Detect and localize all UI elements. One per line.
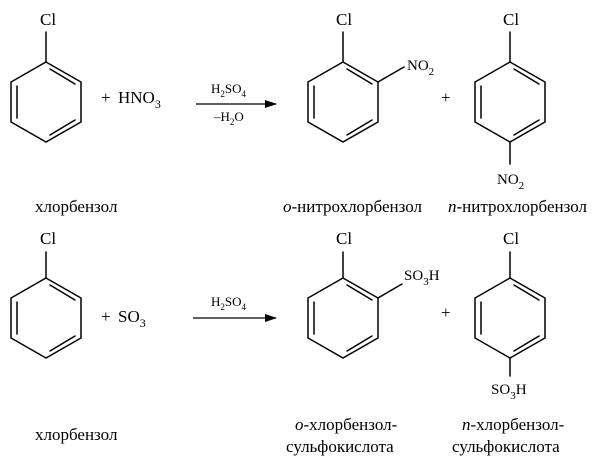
product-name-para-nitrochlorobenzene: п-нитрохлорбензол <box>448 197 588 216</box>
no2-substituent-label: NO2 <box>407 58 434 78</box>
cl-substituent-label: Cl <box>40 10 56 29</box>
para-chlorobenzenesulfonic-acid-structure: Cl SO3H <box>474 229 546 402</box>
benzene-ring-chlorobenzene-2 <box>10 277 82 359</box>
reaction-nitration: Cl хлорбензол + HNO3 H2SO4 –H2O Cl NO2 о… <box>10 10 588 216</box>
plus-sign-reagent: + <box>101 88 111 107</box>
plus-sign-between-products: + <box>441 88 451 107</box>
ring-double-bonds <box>16 68 76 136</box>
benzene-ring-chlorobenzene-1 <box>10 61 82 143</box>
reaction-sulfonation: Cl хлорбензол + SO3 H2SO4 Cl SO3H о-хлор… <box>10 229 565 456</box>
arrow-condition-catalyst: H2SO4 <box>211 294 247 312</box>
ortho-nitrochlorobenzene-structure: Cl NO2 <box>307 10 434 143</box>
so3h-substituent-label: SO3H <box>491 382 527 402</box>
bond-to-so3h <box>377 283 403 299</box>
benzene-ring-ortho-product <box>307 61 379 143</box>
plus-sign-reagent: + <box>101 307 111 326</box>
cl-substituent-label: Cl <box>336 229 352 248</box>
ring-double-bonds <box>16 284 76 352</box>
reagent-formula-so3: SO3 <box>118 307 146 330</box>
benzene-ring-ortho-product <box>307 277 379 359</box>
benzene-ring-para-product <box>474 277 546 359</box>
product-name-para-sulfonic-line2: сульфокислота <box>452 437 560 456</box>
product-name-ortho-nitrochlorobenzene: о-нитрохлорбензол <box>283 197 423 216</box>
ring-double-bonds <box>313 68 373 136</box>
para-nitrochlorobenzene-structure: Cl NO2 <box>474 10 546 192</box>
ring-double-bonds <box>480 68 540 136</box>
cl-substituent-label: Cl <box>336 10 352 29</box>
benzene-ring-para-product <box>474 61 546 143</box>
ortho-chlorobenzenesulfonic-acid-structure: Cl SO3H <box>307 229 440 359</box>
plus-sign-between-products: + <box>441 303 451 322</box>
so3h-substituent-label: SO3H <box>404 268 440 288</box>
reagent-formula-hno3: HNO3 <box>118 88 161 111</box>
reactant-name-chlorobenzene-2: хлорбензол <box>35 425 118 444</box>
product-name-ortho-sulfonic-line1: о-хлорбензол- <box>295 415 398 434</box>
reactant-name-chlorobenzene-1: хлорбензол <box>35 197 118 216</box>
no2-substituent-label: NO2 <box>497 172 524 192</box>
cl-substituent-label: Cl <box>503 229 519 248</box>
bond-to-no2 <box>377 66 405 83</box>
product-name-ortho-sulfonic-line2: сульфокислота <box>286 437 394 456</box>
chlorobenzene-structure-2: Cl <box>10 229 82 359</box>
arrow-condition-water-removal: –H2O <box>213 109 244 127</box>
arrow-condition-catalyst: H2SO4 <box>211 81 247 99</box>
chlorobenzene-structure-1: Cl <box>10 10 82 143</box>
ring-double-bonds <box>313 284 373 352</box>
ring-double-bonds <box>480 284 540 352</box>
cl-substituent-label: Cl <box>40 229 56 248</box>
cl-substituent-label: Cl <box>503 10 519 29</box>
product-name-para-sulfonic-line1: п-хлорбензол- <box>462 415 565 434</box>
